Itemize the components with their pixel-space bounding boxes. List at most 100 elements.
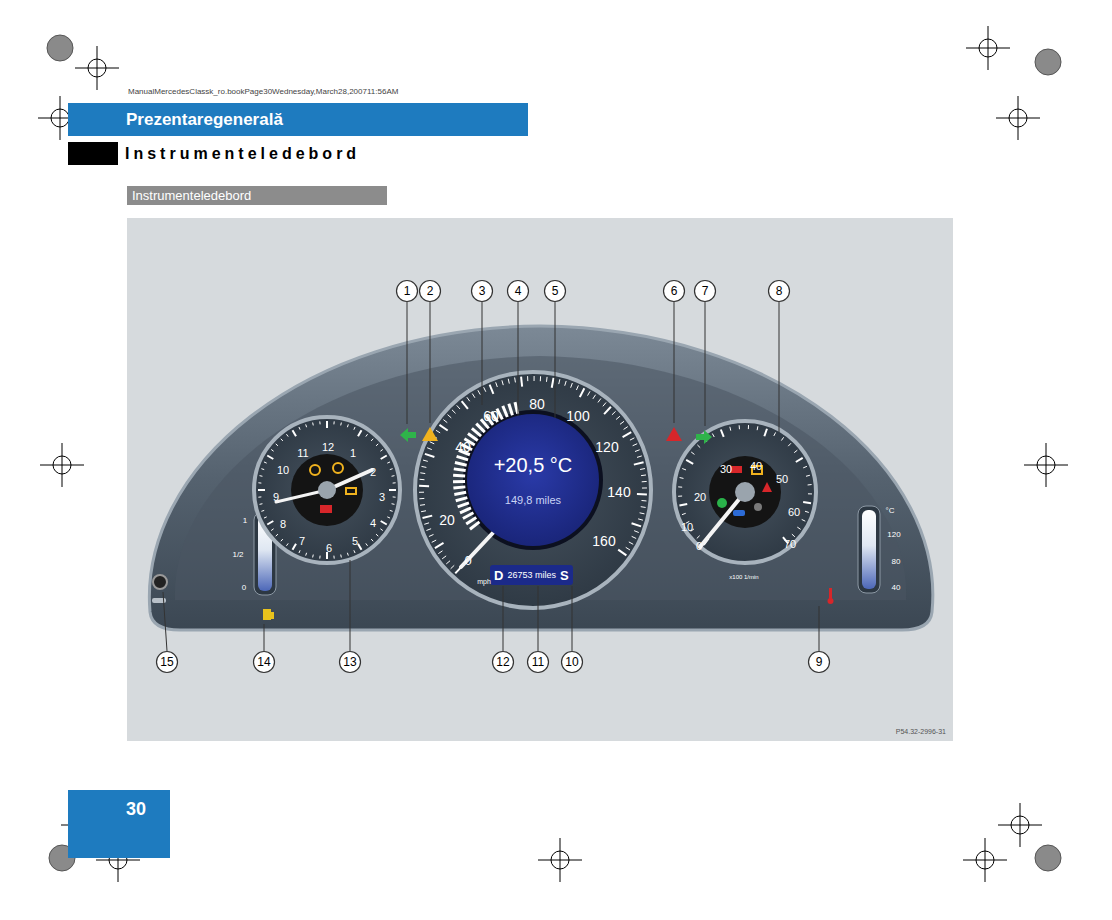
illustration-part — [729, 427, 731, 431]
gauge-label: 20 — [439, 513, 455, 527]
illustration-part — [455, 463, 467, 466]
gauge-label: 1 — [243, 517, 247, 525]
illustration-part — [808, 493, 812, 494]
gauge-label: 20 — [694, 492, 706, 503]
gauge-label: 10 — [681, 522, 693, 533]
illustration-part — [420, 504, 425, 506]
illustration-part — [254, 417, 400, 563]
gauge-label: 8 — [280, 519, 286, 530]
illustration-part — [354, 427, 355, 430]
illustration-part — [366, 434, 368, 436]
illustration-part — [559, 379, 560, 384]
illustration-part — [340, 652, 361, 673]
illustration-part — [571, 383, 573, 388]
illustration-part — [618, 550, 626, 556]
illustration-part — [438, 551, 442, 554]
gauge-label: 1/2 — [232, 551, 243, 559]
illustration-part — [717, 498, 727, 508]
illustration-part — [62, 443, 63, 487]
illustration-part — [376, 444, 378, 446]
illustration-part — [686, 460, 693, 464]
illustration-part — [387, 517, 390, 518]
gauge-label: 40 — [892, 584, 901, 592]
illustration-part — [267, 456, 273, 460]
illustration-part — [454, 492, 466, 494]
gauge-label: 6 — [326, 543, 332, 554]
gauge-label: 7 — [299, 536, 305, 547]
illustration-part — [462, 401, 468, 409]
callout-number: 4 — [515, 285, 522, 297]
illustration-part — [678, 496, 682, 497]
illustration-part — [642, 481, 647, 482]
illustration-part — [371, 439, 373, 441]
illustration-part — [319, 556, 320, 559]
illustration-part — [415, 372, 651, 608]
illustration-part — [354, 550, 355, 553]
illustration-part — [604, 407, 611, 414]
illustration-part — [451, 565, 455, 568]
illustration-part — [293, 544, 297, 550]
gauge-label: 80 — [529, 397, 545, 411]
illustration-part — [641, 474, 646, 476]
illustration-part — [640, 468, 645, 470]
node-text: D — [494, 569, 503, 582]
illustration-part — [733, 510, 745, 516]
subtitle-band: Instrumenteledebord — [127, 186, 387, 205]
illustration-part — [346, 488, 356, 494]
illustration-part — [149, 326, 932, 630]
gauge-label: 4 — [370, 518, 376, 529]
illustration-part — [514, 377, 516, 382]
illustration-part — [333, 421, 334, 424]
illustration-part — [858, 506, 880, 593]
illustration-part — [393, 482, 396, 483]
image-code: P54.32-2996-31 — [896, 728, 946, 735]
illustration-part — [381, 521, 387, 525]
illustration-part — [463, 513, 474, 519]
gauge-label: 140 — [607, 485, 630, 499]
illustration-part — [358, 544, 362, 550]
illustration-part — [679, 504, 687, 506]
illustration-part — [407, 302, 408, 424]
illustration-part — [366, 543, 368, 545]
illustration-part — [508, 281, 529, 302]
illustration-part — [808, 484, 812, 485]
illustration-part — [47, 35, 73, 61]
illustration-part — [281, 439, 283, 441]
illustration-part — [598, 398, 601, 402]
illustration-part — [456, 498, 468, 501]
illustration-part — [803, 466, 807, 468]
illustration-part — [562, 652, 583, 673]
gauge-label: 1 — [350, 448, 356, 459]
illustration-part — [371, 539, 373, 541]
illustration-part — [616, 416, 620, 419]
illustration-part — [634, 462, 644, 464]
illustration-part — [127, 218, 953, 741]
gauge-label: x100 1/min — [729, 574, 758, 580]
illustration-part — [806, 475, 810, 477]
illustration-part — [478, 390, 480, 394]
illustration-part — [457, 456, 468, 460]
illustration-part — [264, 517, 267, 518]
illustration-part — [390, 468, 393, 470]
illustration-part — [163, 592, 167, 651]
illustration-part — [774, 432, 776, 436]
illustration-part — [419, 498, 424, 499]
illustration-part — [299, 427, 300, 430]
illustration-part — [347, 553, 349, 556]
callout-number: 9 — [816, 656, 823, 668]
illustration-part — [518, 302, 519, 428]
illustration-part — [453, 487, 465, 488]
illustration-part — [258, 496, 261, 497]
illustration-part — [430, 442, 435, 444]
illustration-part — [674, 421, 816, 563]
illustration-part — [425, 454, 434, 457]
illustration-part — [312, 555, 314, 558]
illustration-part — [757, 426, 759, 430]
illustration-part — [576, 385, 578, 390]
callout-number: 1 — [404, 285, 411, 297]
gauge-label: 0 — [696, 541, 702, 552]
illustration-part — [739, 425, 740, 429]
illustration-part — [452, 410, 456, 414]
illustration-part — [695, 281, 716, 302]
callout-number: 8 — [776, 285, 783, 297]
